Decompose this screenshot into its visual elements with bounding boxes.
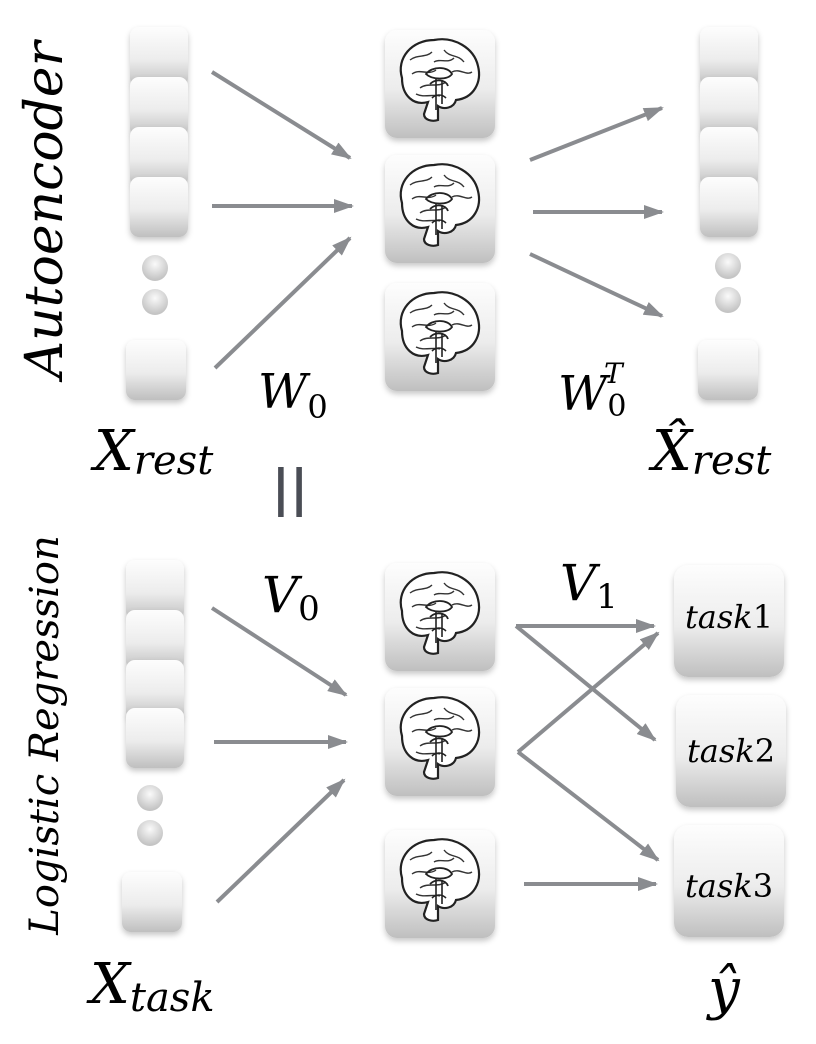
output-node (700, 177, 758, 237)
hidden-node-3 (385, 830, 495, 938)
task-node-label: task1 (685, 598, 773, 636)
ellipsis-dot (715, 287, 741, 313)
autoencoder-arrows (210, 70, 664, 370)
input-node (122, 872, 182, 932)
input-node (130, 77, 188, 137)
input-node (126, 660, 184, 720)
input-node (130, 177, 188, 237)
logistic-arrows (210, 606, 660, 904)
weight-v1-label: V1 (560, 554, 618, 617)
equals-sign: || (272, 459, 309, 517)
output-node (700, 127, 758, 187)
weight-v0-label: V0 (262, 566, 320, 629)
hidden-node-2 (385, 155, 495, 263)
x-rest-hat-label: X̂rest (648, 417, 772, 484)
output-node (700, 27, 758, 87)
x-rest-label: Xrest (90, 419, 214, 484)
hidden-node-3 (385, 283, 495, 391)
ellipsis-dot (142, 289, 168, 315)
rest-input-column (126, 27, 188, 400)
ellipsis-dot (715, 253, 741, 279)
arrow (215, 778, 346, 904)
ellipsis-dot (137, 785, 163, 811)
logistic-hidden-layer (385, 563, 495, 938)
arrow (210, 70, 352, 160)
logistic-regression-side-label: Logistic Regression (22, 535, 68, 935)
autoencoder-hidden-layer (385, 30, 495, 391)
arrow (514, 624, 657, 742)
task-node-label: task3 (685, 867, 773, 905)
arrow (529, 106, 664, 162)
arrow (516, 750, 660, 862)
y-hat-label: ŷ (705, 957, 741, 1022)
rest-output-column (698, 27, 758, 400)
arrow (529, 252, 664, 318)
arrow (210, 606, 348, 697)
hidden-node-1 (385, 563, 495, 671)
ellipsis-dot (142, 255, 168, 281)
task-node-label: task2 (687, 732, 775, 770)
output-node (698, 340, 758, 400)
task-output-column: task1 task2 task3 (674, 565, 786, 937)
input-node (130, 27, 188, 87)
weight-w0t-superscript: T (604, 357, 625, 390)
weight-w0t-label: W0 (558, 366, 626, 424)
task-node-2: task2 (676, 695, 786, 807)
output-node (700, 77, 758, 137)
hidden-node-2 (385, 688, 495, 796)
task-input-column (122, 560, 184, 932)
hidden-node-1 (385, 30, 495, 138)
input-node (126, 610, 184, 670)
arrow (516, 631, 660, 754)
ellipsis-dot (137, 820, 163, 846)
input-node (130, 127, 188, 187)
arrow (213, 236, 352, 370)
input-node (126, 560, 184, 620)
x-task-label: Xtask (86, 952, 215, 1021)
task-node-3: task3 (674, 825, 784, 937)
input-node (126, 708, 184, 768)
weight-w0-label: W0 (258, 364, 328, 426)
input-node (126, 340, 186, 400)
autoencoder-side-label: Autoencoder (15, 38, 75, 382)
task-node-1: task1 (674, 565, 784, 677)
